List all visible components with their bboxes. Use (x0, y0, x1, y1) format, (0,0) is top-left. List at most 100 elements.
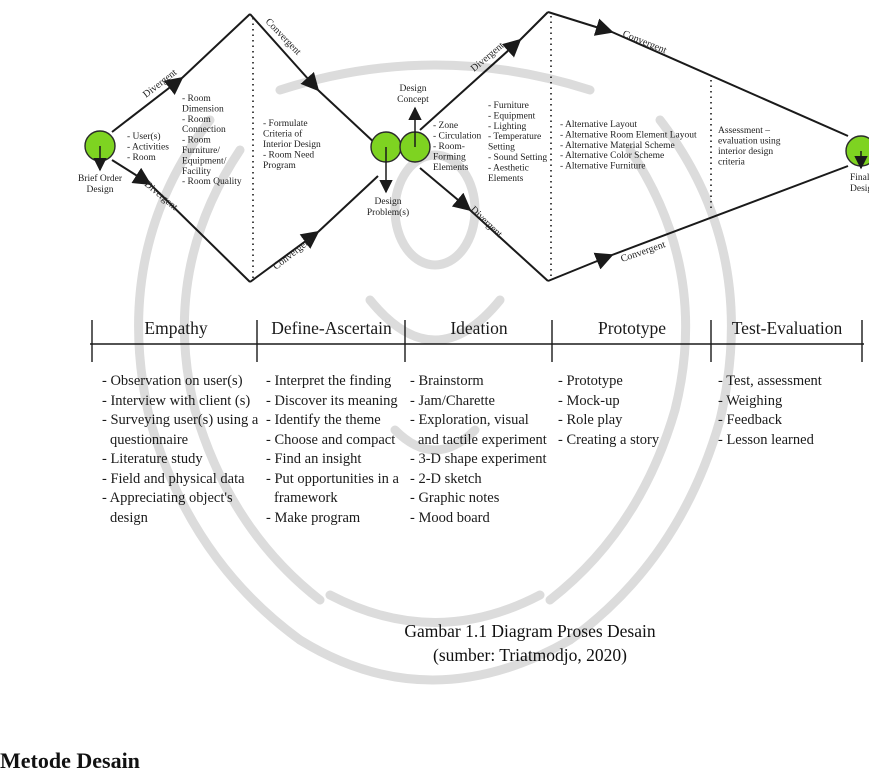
text-line: - Room (182, 94, 211, 104)
edge-start-top (111, 76, 184, 133)
phase-title-empathy: Empathy (144, 318, 208, 338)
text-line: - Room (127, 153, 156, 163)
text-line: - Room (182, 115, 211, 125)
phase-title-prototype: Prototype (597, 318, 667, 338)
text-line: Assessment – (718, 126, 770, 136)
text-line: Brief Order (78, 173, 123, 184)
text-line: - Room (182, 136, 211, 146)
label-final-design: FinalDesign (850, 173, 869, 194)
text-line: - Alternative Color Scheme (560, 151, 664, 161)
phase-list-item: - Observation on user(s) (102, 373, 243, 389)
node-final-design (845, 135, 869, 167)
phase-list-item: - Make program (266, 509, 361, 526)
text-line: - Aesthetic (488, 163, 529, 173)
phase-title-define: Define-Ascertain (271, 318, 392, 338)
text-line: Concept (397, 95, 429, 105)
label-convergent-2: Convergent (271, 235, 315, 272)
figure-caption: Gambar 1.1 Diagram Proses Desain (sumber… (300, 619, 760, 667)
edge-peak-to-problem (249, 13, 320, 92)
text-line: - User(s) (127, 131, 161, 142)
phase-list-item: - Lesson learned (718, 431, 814, 448)
text-line: - Room- (433, 142, 465, 152)
text-line: - Temperature (488, 132, 541, 142)
text-line: Interior Design (263, 140, 321, 150)
phase-list-item: - Interpret the finding (266, 373, 392, 389)
phase-list-item: - Creating a story (558, 431, 660, 448)
edge-peak-to-final (547, 11, 614, 36)
edge-start-bottom (111, 159, 152, 185)
text-line: Final (850, 173, 869, 183)
phase-list-item: - Literature study (102, 451, 203, 467)
text-line: Design (400, 84, 427, 94)
text-line: Design (87, 185, 114, 195)
phase-list-item: - Weighing (718, 392, 783, 409)
text-line: interior design (718, 147, 773, 157)
text-line: Elements (433, 163, 469, 173)
text-line: evaluation using (718, 137, 781, 147)
section-heading: Metode Desain (0, 748, 140, 773)
process-flow-diagram: Divergent Divergent Convergent Convergen… (78, 11, 869, 283)
text-line: Setting (488, 143, 515, 153)
text-line: - Alternative Room Element Layout (560, 130, 697, 140)
phase-list-item: - Choose and compact (266, 431, 396, 448)
text-line: - Furniture (488, 101, 529, 111)
phase-list-item: - Interview with client (s) (102, 392, 251, 409)
phase-list-test: - Test, assessment - Weighing - Feedback - … (718, 372, 866, 450)
phase-list-item: - Mood board (410, 509, 490, 526)
phase-list-item: - Discover its meaning (266, 392, 398, 409)
phase-list-item: - Exploration, visual and tactile experi… (410, 412, 547, 448)
label-convergent-3: Convergent (621, 29, 668, 57)
edge-concept-down (419, 167, 472, 212)
label-divergent-4: Divergent (468, 204, 504, 240)
text-line: Problem(s) (367, 207, 409, 218)
phase-list-item: - Find an insight (266, 451, 362, 467)
phase-list-item: - Mock-up (558, 392, 620, 409)
text-line: Forming (433, 153, 466, 163)
list-furniture: - Furniture- Equipment- Lighting- Temper… (488, 101, 547, 184)
edge-concept-up (419, 38, 522, 131)
text-line: - Sound Setting (488, 153, 547, 163)
phase-list-item: - Feedback (718, 412, 783, 428)
phase-list-empathy: - Observation on user(s) - Interview with… (102, 372, 260, 528)
text-line: criteria (718, 158, 746, 168)
phase-list-item: - Test, assessment (718, 373, 822, 389)
text-line: - Equipment (488, 111, 536, 121)
text-line: - Alternative Layout (560, 120, 637, 130)
phase-list-item: - Field and physical data (102, 470, 245, 487)
text-line: - Alternative Furniture (560, 162, 645, 172)
edge-top-right (181, 13, 251, 79)
text-line: Dimension (182, 104, 224, 114)
phase-list-item: - Put opportunities in a framework (266, 470, 399, 507)
text-line: - Formulate (263, 119, 308, 129)
text-line: - Room Need (263, 151, 314, 161)
text-line: Design (850, 184, 869, 194)
phase-list-prototype: - Prototype- Mock-up- Role play- Creatin… (558, 372, 708, 450)
text-line: - Room Quality (182, 177, 242, 187)
text-line: Criteria of (263, 129, 303, 140)
phase-list-define: - Interpret the finding - Discover its me… (266, 372, 404, 528)
phase-header-rule (90, 320, 864, 362)
phase-list-item: - Jam/Charette (410, 392, 495, 409)
text-line: Facility (182, 167, 211, 177)
phase-list-item: - 2-D sketch (410, 470, 482, 487)
edge-bottom-right (149, 183, 251, 283)
text-line: Connection (182, 125, 226, 135)
label-divergent-2: Divergent (142, 179, 180, 213)
phase-title-test: Test-Evaluation (731, 318, 843, 338)
text-line: - Activities (127, 143, 169, 153)
phase-title-ideation: Ideation (450, 318, 508, 338)
text-line: Design (375, 197, 402, 207)
list-alternatives: - Alternative Layout- Alternative Room E… (560, 120, 697, 172)
text-line: - Lighting (488, 122, 527, 132)
text-line: - Circulation (433, 132, 482, 142)
phase-list-item: - Surveying user(s) using a questionnair… (102, 412, 259, 448)
edge-valley-to-problem (249, 230, 320, 283)
